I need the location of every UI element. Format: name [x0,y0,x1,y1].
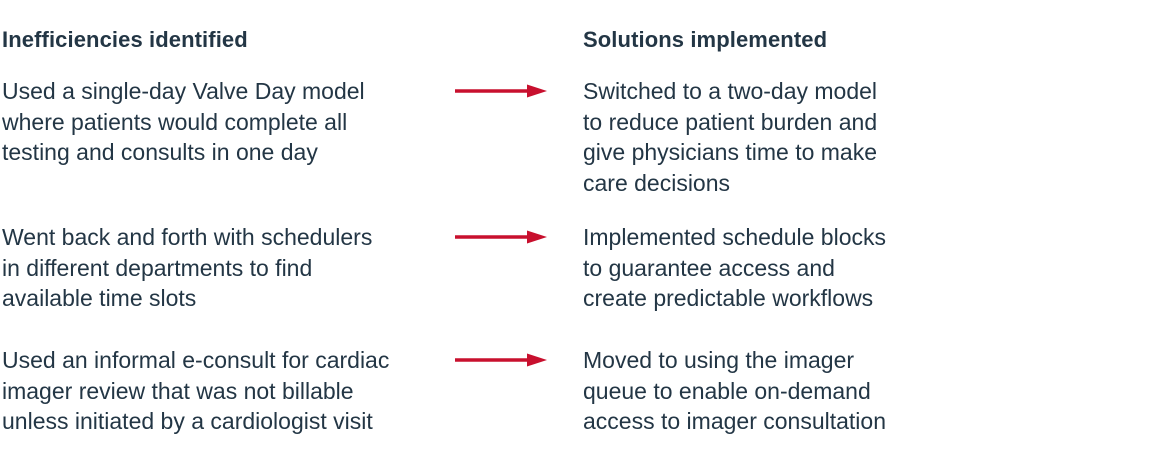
solution-text-1: Switched to a two-day model to reduce pa… [583,78,878,197]
inefficiency-text-1: Used a single-day Valve Day model where … [2,78,365,166]
mapping-row-1: Used a single-day Valve Day model where … [0,76,1152,199]
right-arrow-icon [455,222,583,245]
solution-text-3: Moved to using the imager queue to enabl… [583,347,886,435]
mapping-row-3: Used an informal e-consult for cardiac i… [0,345,1152,437]
inefficiencies-heading: Inefficiencies identified [2,27,248,52]
inefficiency-text-2: Went back and forth with schedulers in d… [2,224,373,312]
inefficiency-text-3: Used an informal e-consult for cardiac i… [2,347,390,435]
solution-text-2: Implemented schedule blocks to guarantee… [583,224,886,312]
right-arrow-icon [455,345,583,368]
right-arrow-icon [455,76,583,99]
mapping-row-2: Went back and forth with schedulers in d… [0,222,1152,314]
solutions-heading: Solutions implemented [583,27,828,52]
